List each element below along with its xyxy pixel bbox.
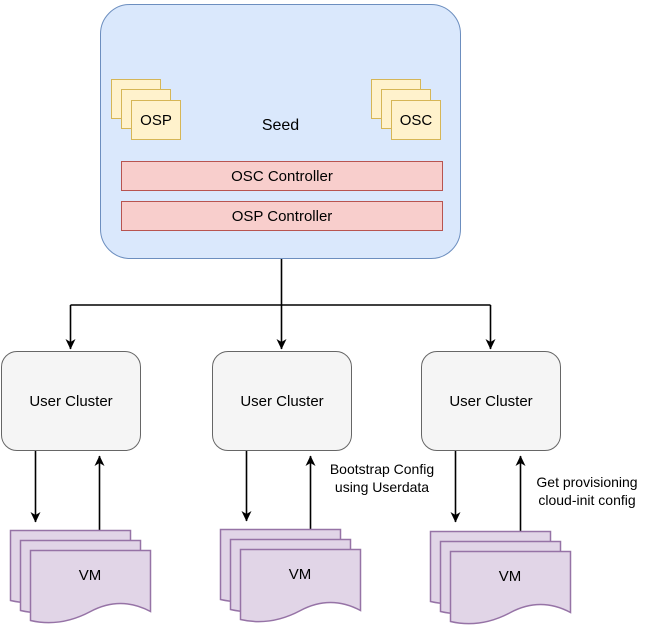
user-cluster-label: User Cluster <box>449 392 533 410</box>
user-cluster-label: User Cluster <box>240 392 324 410</box>
user-cluster-label: User Cluster <box>29 392 113 410</box>
osp-controller-bar: OSP Controller <box>121 201 443 231</box>
osp-pod-card-front: OSP <box>131 100 181 140</box>
osp-controller-label: OSP Controller <box>231 207 333 225</box>
osc-pod-stack: OSC <box>371 79 443 142</box>
annotation-get-provisioning: Get provisioning cloud-init config <box>527 473 647 509</box>
user-cluster-box-1: User Cluster <box>1 351 141 451</box>
annotation-line: using Userdata <box>334 479 430 495</box>
seed-cluster-box: OSP Seed OSC OSC Controller OSP Controll… <box>100 4 461 259</box>
vm-label: VM <box>288 566 312 583</box>
annotation-line: Bootstrap Config <box>329 461 435 477</box>
osp-pod-label: OSP <box>140 111 172 129</box>
vm-label: VM <box>78 567 102 584</box>
osc-controller-bar: OSC Controller <box>121 161 443 191</box>
vm-stack-3: VM <box>429 530 572 630</box>
vm-documents-icon <box>429 530 572 625</box>
vm-documents-icon <box>219 528 362 623</box>
vm-label: VM <box>498 568 522 585</box>
osp-pod-stack: OSP <box>111 79 183 142</box>
vm-stack-1: VM <box>9 529 152 629</box>
osc-controller-label: OSC Controller <box>231 167 333 185</box>
osc-pod-card-front: OSC <box>391 100 441 140</box>
seed-label: Seed <box>261 117 300 134</box>
osc-pod-label: OSC <box>399 111 433 129</box>
vm-documents-icon <box>9 529 152 624</box>
annotation-line: cloud-init config <box>538 492 636 508</box>
user-cluster-box-2: User Cluster <box>212 351 352 451</box>
annotation-line: Get provisioning <box>536 474 638 490</box>
user-cluster-box-3: User Cluster <box>421 351 561 451</box>
vm-stack-2: VM <box>219 528 362 628</box>
annotation-bootstrap-config: Bootstrap Config using Userdata <box>322 460 442 496</box>
